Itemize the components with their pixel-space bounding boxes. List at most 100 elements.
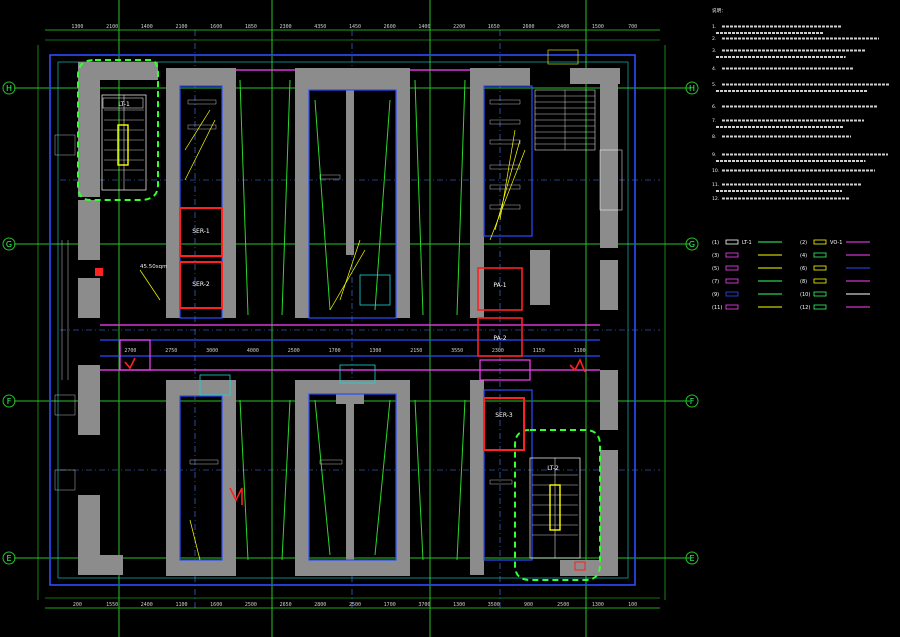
dimension-label: 2650 bbox=[280, 602, 292, 608]
dimension-label: 1400 bbox=[141, 24, 153, 30]
notes-header: 说明： bbox=[712, 7, 726, 14]
dimension-label: 1600 bbox=[210, 602, 222, 608]
legend-item: (4) bbox=[800, 252, 870, 259]
axis-bubbles: H G F E H G F E bbox=[2, 81, 699, 565]
dimension-label: 4000 bbox=[247, 348, 259, 354]
axis-bubble-e-right: E bbox=[685, 551, 699, 565]
dimension-label: 2400 bbox=[141, 602, 153, 608]
note-number: 7. bbox=[712, 118, 716, 124]
dimension-label: 1650 bbox=[488, 24, 500, 30]
dimension-label: 200 bbox=[73, 602, 82, 608]
equipment-rooms: SER-1 SER-2 SER-3 PA-1 PA-2 bbox=[95, 207, 586, 571]
dimension-label: 1400 bbox=[418, 24, 430, 30]
note-number: 6. bbox=[712, 104, 716, 110]
axis-bubble-g-right: G bbox=[685, 237, 699, 251]
legend-item: (9) bbox=[712, 291, 782, 298]
svg-text:G: G bbox=[6, 240, 12, 249]
note-number: 3. bbox=[712, 48, 716, 54]
dimension-label: 1300 bbox=[71, 24, 83, 30]
legend-item: (7) bbox=[712, 278, 782, 285]
svg-text:(10): (10) bbox=[800, 292, 810, 298]
dimension-label: 1500 bbox=[592, 24, 604, 30]
room-pa1-label: PA-1 bbox=[493, 282, 506, 289]
dimension-label: 2800 bbox=[314, 602, 326, 608]
stair-lt2-label: LT-2 bbox=[547, 465, 559, 472]
legend-item: (11) bbox=[712, 304, 782, 311]
partitions bbox=[100, 69, 600, 561]
room-ser1-label: SER-1 bbox=[192, 228, 210, 235]
dimension-label: 1300 bbox=[369, 348, 381, 354]
svg-text:F: F bbox=[690, 397, 695, 406]
dimension-label: 1700 bbox=[384, 602, 396, 608]
dimension-label: 1550 bbox=[106, 602, 118, 608]
svg-text:E: E bbox=[689, 554, 694, 563]
dimension-label: 3550 bbox=[451, 348, 463, 354]
dimension-label: 2200 bbox=[453, 24, 465, 30]
dimension-label: 1150 bbox=[533, 348, 545, 354]
legend-item: (5) bbox=[712, 265, 782, 272]
area-label: 45.50sqm bbox=[140, 264, 167, 270]
note-number: 10. bbox=[712, 168, 719, 174]
dimension-label: 1300 bbox=[592, 602, 604, 608]
legend: (1)LT-1(2)VO-1(3)(4)(5)(6)(7)(8)(9)(10)(… bbox=[712, 239, 870, 311]
dimension-label: 2750 bbox=[165, 348, 177, 354]
general-notes: 说明： 1.2.3.4.5.6.7.8.9.10.11.12. bbox=[712, 7, 890, 202]
dimension-label: 2700 bbox=[124, 348, 136, 354]
svg-text:(6): (6) bbox=[800, 266, 807, 272]
note-number: 2. bbox=[712, 36, 716, 42]
note-number: 11. bbox=[712, 182, 719, 188]
dimension-label: 700 bbox=[628, 24, 637, 30]
room-ser2-label: SER-2 bbox=[192, 281, 210, 288]
dimension-label: 2150 bbox=[410, 348, 422, 354]
room-pa2-label: PA-2 bbox=[493, 335, 506, 342]
legend-item: (8) bbox=[800, 278, 870, 285]
structural-walls bbox=[78, 62, 620, 576]
legend-item: (1)LT-1 bbox=[712, 239, 782, 246]
note-number: 4. bbox=[712, 66, 716, 72]
annotation-marks bbox=[54, 99, 521, 491]
dimension-label: 2300 bbox=[280, 24, 292, 30]
dimension-label: 2100 bbox=[106, 24, 118, 30]
note-number: 1. bbox=[712, 24, 716, 30]
note-number: 9. bbox=[712, 152, 716, 158]
axis-bubble-h-right: H bbox=[685, 81, 699, 95]
room-pa2: PA-2 bbox=[477, 317, 523, 357]
dimension-label: 2100 bbox=[175, 24, 187, 30]
dimension-label: 2500 bbox=[557, 602, 569, 608]
svg-text:(3): (3) bbox=[712, 253, 719, 259]
svg-text:F: F bbox=[7, 397, 12, 406]
svg-text:(4): (4) bbox=[800, 253, 807, 259]
svg-text:LT-1: LT-1 bbox=[742, 240, 752, 246]
legend-item: (6) bbox=[800, 265, 870, 272]
dimension-label: 1100 bbox=[574, 348, 586, 354]
svg-text:H: H bbox=[689, 84, 695, 93]
dimension-label: 2400 bbox=[557, 24, 569, 30]
axis-bubble-f-right: F bbox=[685, 394, 699, 408]
dimension-label: 3700 bbox=[418, 602, 430, 608]
note-number: 5. bbox=[712, 82, 716, 88]
dimension-label: 1850 bbox=[245, 24, 257, 30]
room-ser2: SER-2 bbox=[179, 261, 223, 309]
room-pa1: PA-1 bbox=[477, 267, 523, 311]
axis-bubble-g-left: G bbox=[2, 237, 16, 251]
room-ser3-label: SER-3 bbox=[495, 412, 513, 419]
stair-top-right bbox=[534, 49, 623, 211]
svg-text:(2): (2) bbox=[800, 240, 807, 246]
svg-text:(12): (12) bbox=[800, 305, 810, 311]
dimension-label: 1600 bbox=[210, 24, 222, 30]
dimension-label: 2500 bbox=[245, 602, 257, 608]
svg-text:(8): (8) bbox=[800, 279, 807, 285]
dimension-label: 100 bbox=[628, 602, 637, 608]
dimension-label: 1700 bbox=[329, 348, 341, 354]
svg-text:(5): (5) bbox=[712, 266, 719, 272]
note-number: 8. bbox=[712, 134, 716, 140]
legend-item: (10) bbox=[800, 291, 870, 298]
room-ser1: SER-1 bbox=[179, 207, 223, 257]
dimension-label: 900 bbox=[524, 602, 533, 608]
leader-lines bbox=[139, 109, 526, 561]
dimension-label: 3500 bbox=[488, 602, 500, 608]
dimension-label: 1100 bbox=[175, 602, 187, 608]
axis-bubble-f-left: F bbox=[2, 394, 16, 408]
